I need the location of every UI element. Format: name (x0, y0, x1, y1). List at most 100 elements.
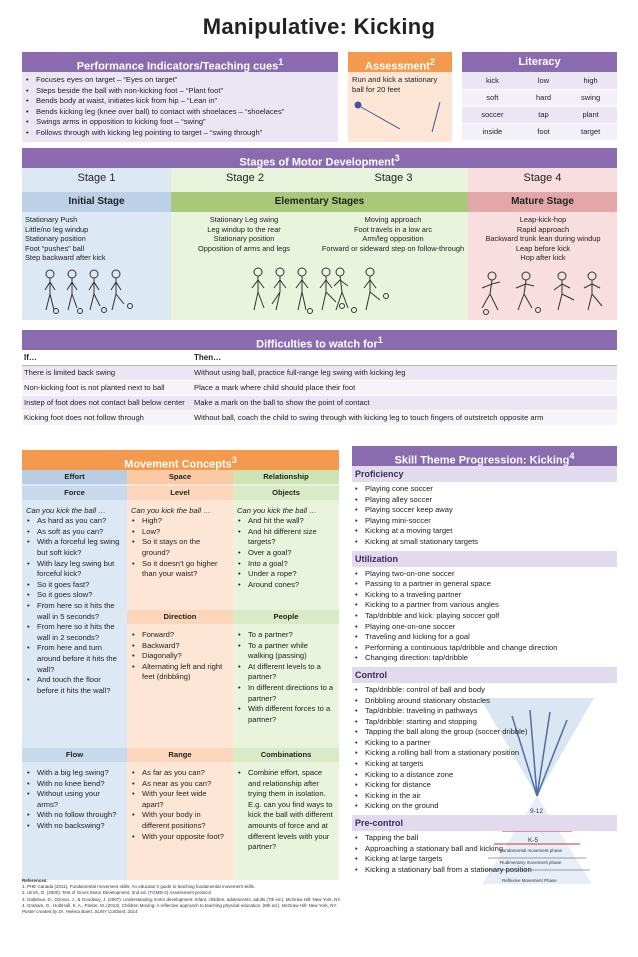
flow-item: Without using your arms? (26, 789, 123, 810)
reference-item: 4. Graham, G., Holt/Hall, S. A., Parker,… (22, 902, 338, 908)
literacy-word: high (564, 72, 617, 90)
kick-path-diagram (354, 101, 441, 133)
control-item: Tap/dribble: traveling in pathways (354, 706, 617, 717)
kicker-figure-icon (583, 271, 603, 311)
utilization-list: Playing two-on-one soccerPassing to a pa… (352, 567, 617, 667)
assessment-header-text: Assessment (365, 60, 430, 73)
mature-stage-figures (481, 271, 603, 315)
control-item: Dribbling around stationary obstacles (354, 696, 617, 707)
objects-item: Into a goal? (237, 559, 335, 570)
target-line (431, 101, 441, 133)
difficulty-if: Instep of foot does not contact ball bel… (22, 395, 192, 411)
objects-item: Around cones? (237, 580, 335, 591)
objects-item: Over a goal? (237, 548, 335, 559)
proficiency-heading: Proficiency (352, 466, 617, 482)
people-heading: People (233, 610, 339, 624)
references-list: 1. PHE Canada (2011). Fundamental moveme… (22, 884, 362, 909)
level-item: So it stays on the ground? (131, 537, 229, 558)
proficiency-item: Playing soccer keep away (354, 505, 617, 516)
control-item: Kicking a rolling ball from a stationary… (354, 748, 617, 759)
kicker-figure-icon (88, 269, 107, 313)
objects-item: And hit the wall? (237, 516, 335, 527)
kicker-figure-icon (333, 267, 357, 313)
flow-block: With a big leg swing?With no knee bend?W… (22, 765, 127, 835)
kicker-figure-icon (66, 269, 83, 314)
objects-heading: Objects (233, 486, 339, 500)
skill-body: ProficiencyPlaying cone soccerPlaying al… (352, 466, 617, 886)
kicker-figure-icon (271, 267, 287, 311)
range-heading: Range (127, 748, 233, 762)
literacy-word: hard (522, 89, 565, 107)
difficulties-sup: 1 (377, 335, 383, 345)
initial-stage-figures (44, 269, 133, 314)
force-item: From here so it hits the wall in 2 secon… (26, 622, 123, 643)
direction-block: Forward?Backward?Diagonally?Alternating … (127, 627, 233, 686)
force-item: From here and turn around before it hits… (26, 643, 123, 675)
range-item: As far as you can? (131, 768, 229, 779)
objects-item: And hit different size targets? (237, 527, 335, 548)
people-item: To a partner while walking (passing) (237, 641, 335, 662)
literacy-word: foot (522, 123, 565, 141)
difficulty-row: Non-kicking foot is not planted next to … (22, 380, 617, 396)
effort-heading: Effort (22, 470, 127, 484)
difficulty-if: There is limited back swing (22, 365, 192, 381)
initial-stage-item: Step backward after kick (25, 253, 106, 263)
initial-stage-item: Stationary position (25, 234, 86, 244)
ball-icon (354, 101, 362, 109)
if-column-header: If… (22, 350, 192, 366)
performance-panel: Performance Indicators/Teaching cues1 Fo… (22, 52, 338, 142)
stages-panel: Stages of Motor Development3 (22, 148, 617, 320)
performance-sup: 1 (278, 57, 284, 67)
direction-item: Forward? (131, 630, 229, 641)
concepts-header: Movement Concepts3 (22, 450, 339, 471)
direction-item: Alternating left and right feet (dribbli… (131, 662, 229, 683)
control-item: Kicking on the ground (354, 801, 617, 812)
reference-item: 1. PHE Canada (2011). Fundamental moveme… (22, 884, 256, 890)
utilization-item: Changing direction: tap/dribble (354, 653, 617, 664)
force-block: Can you kick the ball … As hard as you c… (22, 503, 127, 699)
level-item: High? (131, 516, 229, 527)
stage-3-label: Stage 3 (374, 172, 413, 184)
flow-list: With a big leg swing?With no knee bend?W… (26, 768, 123, 832)
literacy-word: target (564, 123, 617, 141)
performance-item: Swings arms in opposition to kicking foo… (25, 117, 335, 128)
proficiency-list: Playing cone soccerPlaying alley soccerP… (352, 482, 617, 551)
flow-item: With a big leg swing? (26, 768, 123, 779)
utilization-item: Kicking to a partner from various angles (354, 600, 617, 611)
force-intro: Can you kick the ball … (26, 506, 106, 515)
proficiency-item: Kicking at a moving target (354, 526, 617, 537)
range-block: As far as you can?As near as you can?Wit… (127, 765, 233, 845)
control-item: Tapping the ball along the group (soccer… (354, 727, 617, 738)
kicker-figure-icon (481, 271, 501, 315)
kicker-figure-icon (363, 267, 389, 311)
utilization-item: Traveling and kicking for a goal (354, 632, 617, 643)
literacy-word: tap (522, 106, 565, 124)
flow-item: With no backswing? (26, 821, 123, 832)
utilization-item: Performing a continuous tap/dribble and … (354, 643, 617, 654)
space-heading: Space (127, 470, 233, 484)
control-item: Kicking at targets (354, 759, 617, 770)
force-heading: Force (22, 486, 127, 500)
elementary-stage-figures-b (333, 267, 389, 313)
mature-stage-item: Leap-kick-hop (519, 215, 567, 224)
direction-item: Backward? (131, 641, 229, 652)
force-item: From here so it hits the wall in 5 secon… (26, 601, 123, 622)
stage-4-label: Stage 4 (523, 172, 562, 184)
difficulty-if: Kicking foot does not follow through (22, 410, 192, 426)
objects-list: And hit the wall?And hit different size … (237, 516, 335, 590)
literacy-word: soccer (462, 106, 523, 124)
assessment-sup: 2 (429, 57, 435, 67)
range-list: As far as you can?As near as you can?Wit… (131, 768, 229, 842)
difficulty-then: Without ball, coach the child to swing t… (192, 410, 617, 426)
utilization-item: Playing one-on-one soccer (354, 622, 617, 633)
proficiency-item: Kicking at small stationary targets (354, 537, 617, 548)
objects-intro: Can you kick the ball … (237, 506, 317, 515)
elementary-stage-item: Leg windup to the rear (207, 224, 281, 234)
direction-heading: Direction (127, 610, 233, 624)
utilization-item: Passing to a partner in general space (354, 579, 617, 590)
